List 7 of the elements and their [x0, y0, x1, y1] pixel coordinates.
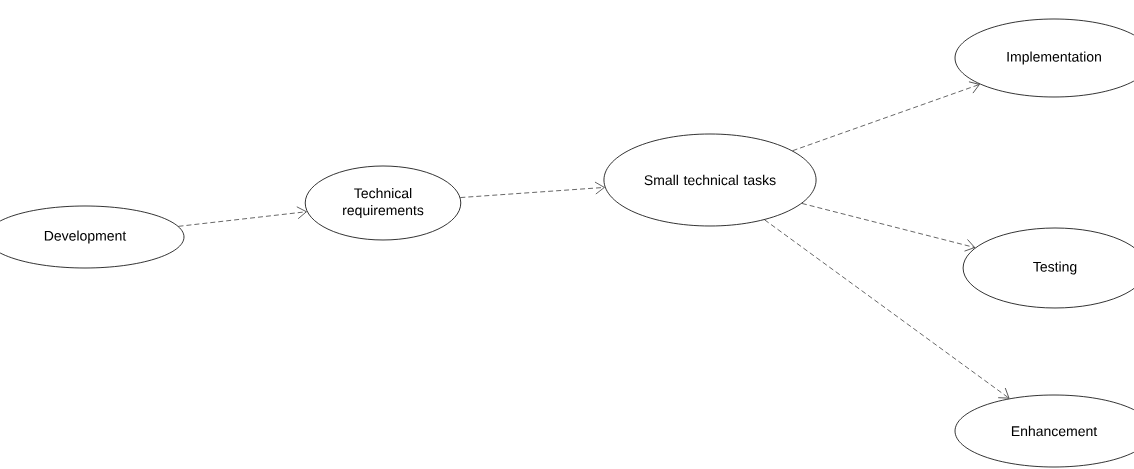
arrow: [460, 181, 605, 198]
arrow: [792, 81, 980, 151]
arrow: [764, 219, 1010, 399]
arrow: [178, 206, 307, 227]
ellipse-node: Technical requirements: [304, 165, 462, 241]
ellipse-node: Small technical tasks: [603, 133, 817, 227]
arrow: [801, 203, 976, 252]
